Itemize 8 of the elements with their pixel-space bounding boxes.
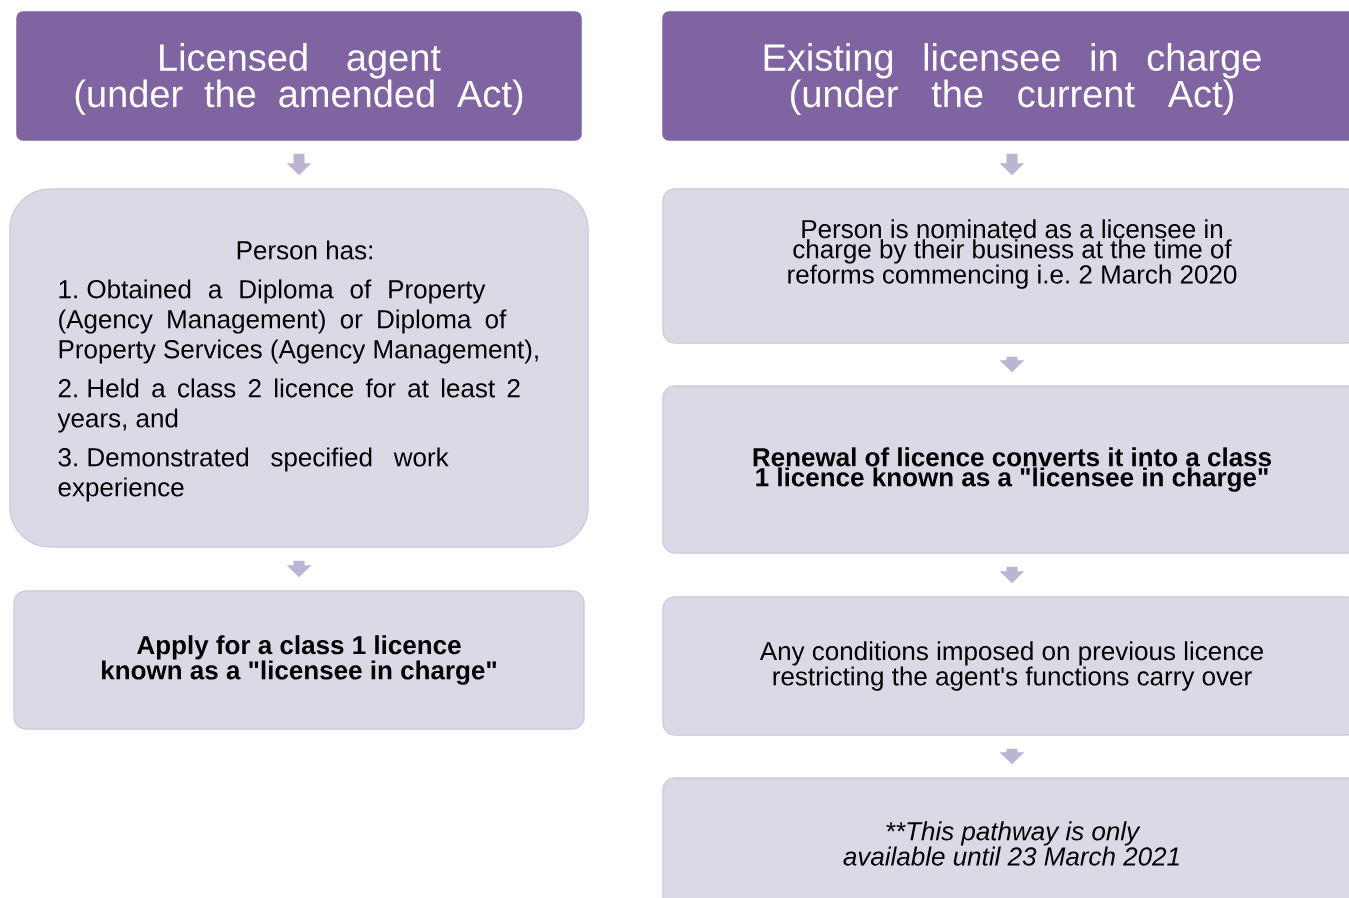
process-box: Person is nominated as a licensee in charge by their business at the time of reforms commencing i.e. 2 March 2020	[662, 188, 1349, 344]
process-box: Apply for a class 1 licence known as a "licensee in charge"	[13, 590, 585, 730]
list-box: Person has: 1. Obtained a Diploma of Property (Agency Management) or Diploma of Property Services (Agency Management), 2. Held a class 2 licence for at least 2 years, and 3. Demonstrated specified work experience	[9, 188, 589, 548]
note-box: **This pathway is only available until 23 March 2021	[662, 777, 1349, 898]
process-box: Any conditions imposed on previous licence restricting the agent's functions carry over	[662, 596, 1349, 736]
header-banner: Existing licensee in charge (under the current Act)	[662, 11, 1349, 141]
process-box: Renewal of licence converts it into a class 1 licence known as a "licensee in charge"	[662, 385, 1349, 554]
header-banner: Licensed agent (under the amended Act)	[16, 11, 582, 141]
